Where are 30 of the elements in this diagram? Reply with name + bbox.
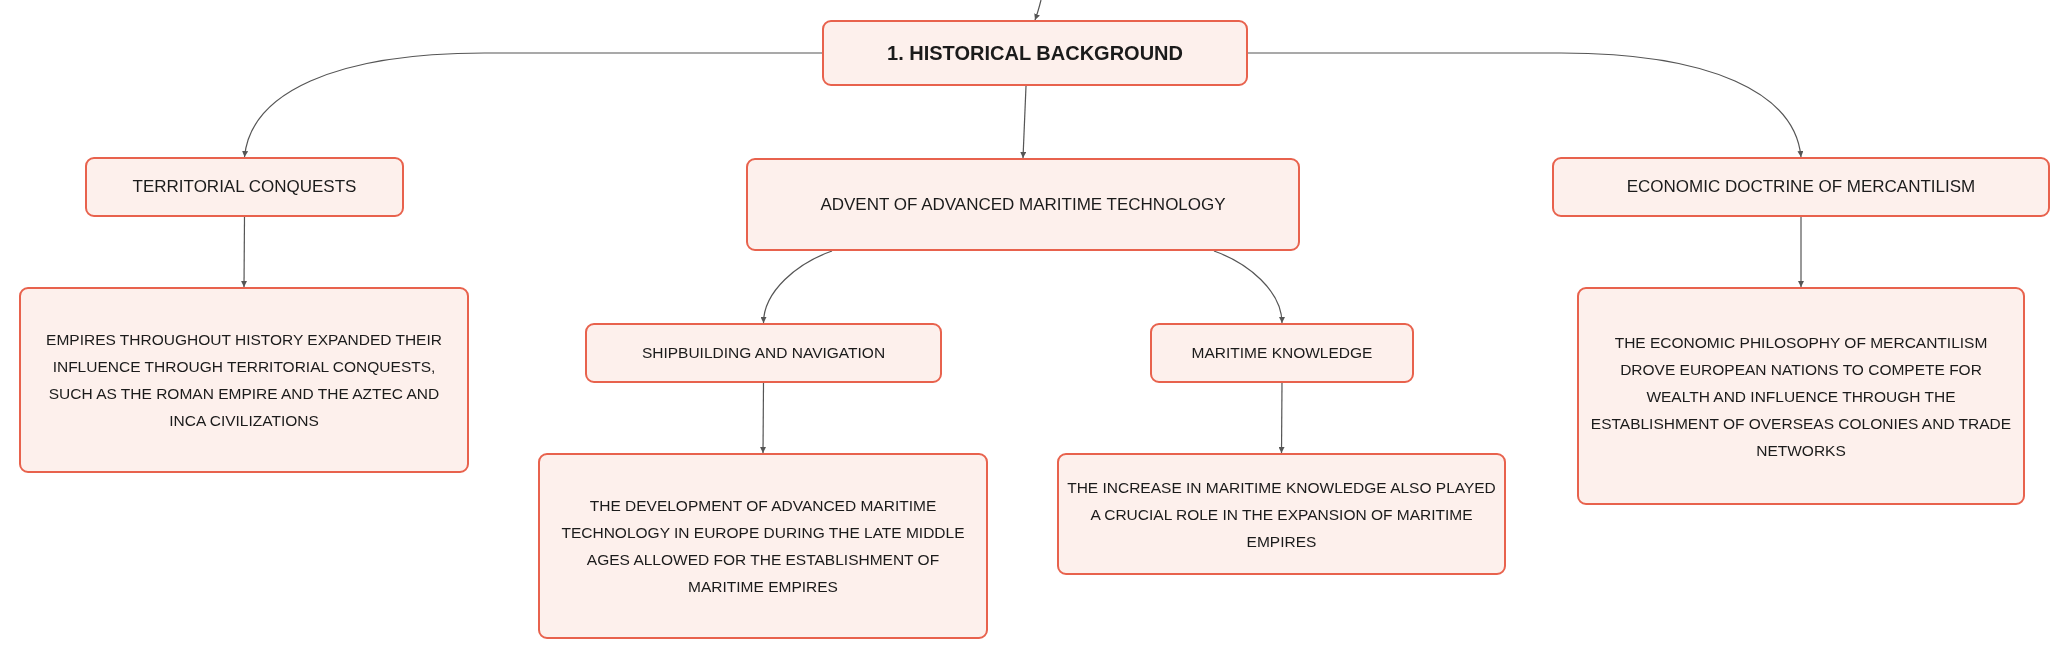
subtopic-title: MARITIME KNOWLEDGE xyxy=(1191,343,1373,363)
central-topic-box xyxy=(822,20,1248,86)
topic-title: TERRITORIAL CONQUESTS xyxy=(132,176,357,198)
connector-arrow xyxy=(1020,85,1027,159)
topic-title: ADVENT OF ADVANCED MARITIME TECHNOLOGY xyxy=(820,193,1226,216)
subtopic-box xyxy=(1150,323,1414,383)
description-text: THE INCREASE IN MARITIME KNOWLEDGE ALSO PLAYED A CRUCIAL ROLE IN THE EXPANSION OF MARITIME EMPIRES xyxy=(1067,477,1496,552)
connector-arrow xyxy=(242,52,823,158)
description-text: THE DEVELOPMENT OF ADVANCED MARITIME TECHNOLOGY IN EUROPE DURING THE LATE MIDDLE AGES ALLOWED FOR THE ESTABLISHMENT OF MARITIME EMPIRES xyxy=(560,496,966,597)
description-text: EMPIRES THROUGHOUT HISTORY EXPANDED THEIR INFLUENCE THROUGH TERRITORIAL CONQUESTS, SUCH AS THE ROMAN EMPIRE AND THE AZTEC AND INCA CIVILIZATIONS xyxy=(45,330,443,431)
connector-arrow xyxy=(760,382,767,454)
connector-arrow xyxy=(1247,52,1803,158)
subtopic-box xyxy=(585,323,942,383)
description-text: THE ECONOMIC PHILOSOPHY OF MERCANTILISM DROVE EUROPEAN NATIONS TO COMPETE FOR WEALTH AND INFLUENCE THROUGH THE ESTABLISHMENT OF OVERSEAS COLONIES AND TRADE NETWORKS xyxy=(1589,332,2013,461)
description-box xyxy=(19,287,469,473)
connector-arrow xyxy=(1798,216,1804,288)
topic-box xyxy=(746,158,1300,251)
description-box xyxy=(538,453,988,639)
topic-title: ECONOMIC DOCTRINE OF MERCANTILISM xyxy=(1626,176,1976,198)
central-topic-title: 1. HISTORICAL BACKGROUND xyxy=(887,41,1183,65)
topic-box xyxy=(1552,157,2050,217)
connector-arrow xyxy=(1213,250,1285,324)
description-box xyxy=(1577,287,2025,505)
connector-arrow xyxy=(1034,0,1042,21)
connector-arrow xyxy=(1278,382,1285,454)
connector-arrow xyxy=(761,250,833,324)
topic-box xyxy=(85,157,404,217)
description-box xyxy=(1057,453,1506,575)
subtopic-title: SHIPBUILDING AND NAVIGATION xyxy=(641,343,886,363)
connector-arrow xyxy=(241,216,248,288)
